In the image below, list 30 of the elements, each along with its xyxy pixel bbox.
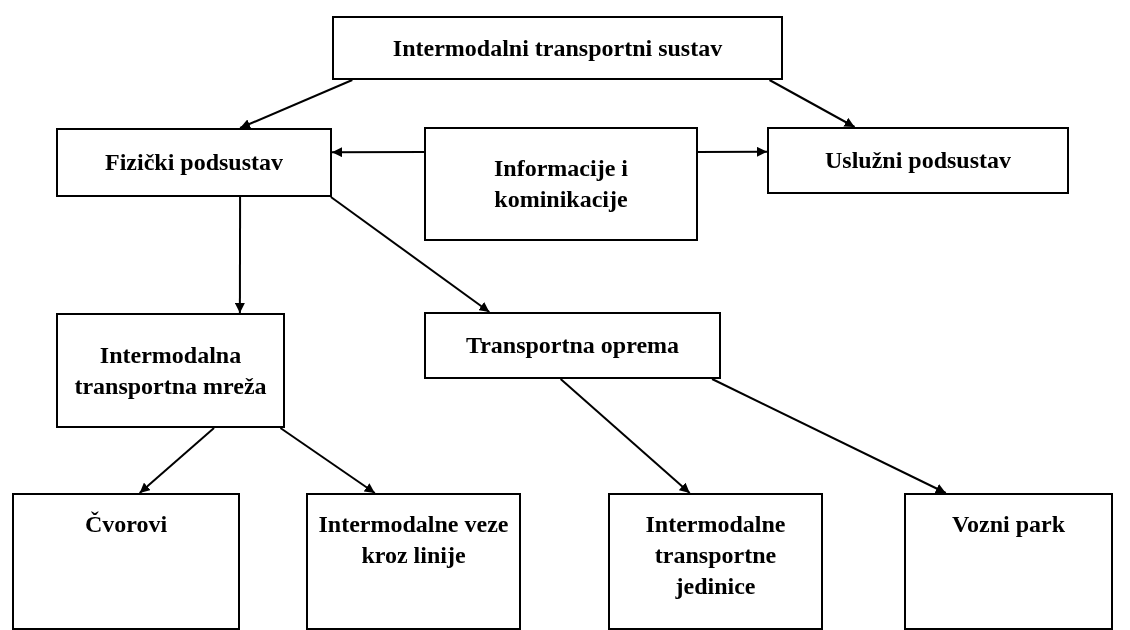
- node-label: Intermodalna transportna mreža: [73, 340, 268, 401]
- node-label: Fizički podsustav: [105, 148, 283, 177]
- process-box: [767, 127, 1069, 194]
- process-box: [56, 128, 332, 197]
- arrow: [239, 79, 354, 129]
- process-box: [56, 313, 285, 428]
- node-label: Čvorovi: [84, 510, 168, 539]
- node-label: Uslužni podsustav: [824, 146, 1012, 175]
- node-label: Intermodalne transportne jedinice: [644, 510, 787, 601]
- arrow: [697, 146, 768, 157]
- process-box: [424, 127, 698, 241]
- node-label: Intermodalne veze kroz linije: [317, 510, 510, 570]
- process-box: [424, 312, 721, 379]
- arrow: [329, 196, 491, 313]
- arrow: [234, 196, 245, 314]
- process-box: [904, 493, 1113, 630]
- arrow: [768, 79, 856, 128]
- process-box: [332, 16, 783, 80]
- arrow: [279, 427, 376, 494]
- node-label: Transportna oprema: [465, 331, 680, 360]
- process-box: [608, 493, 823, 630]
- node-label: Informacije i kominikacije: [493, 154, 629, 214]
- arrow: [559, 378, 691, 494]
- node-label: Intermodalni transportni sustav: [392, 33, 723, 63]
- process-box: [306, 493, 521, 630]
- arrow: [711, 378, 947, 494]
- arrow: [331, 147, 425, 158]
- node-label: Vozni park: [951, 510, 1066, 539]
- process-box: [12, 493, 240, 630]
- arrow: [138, 427, 215, 494]
